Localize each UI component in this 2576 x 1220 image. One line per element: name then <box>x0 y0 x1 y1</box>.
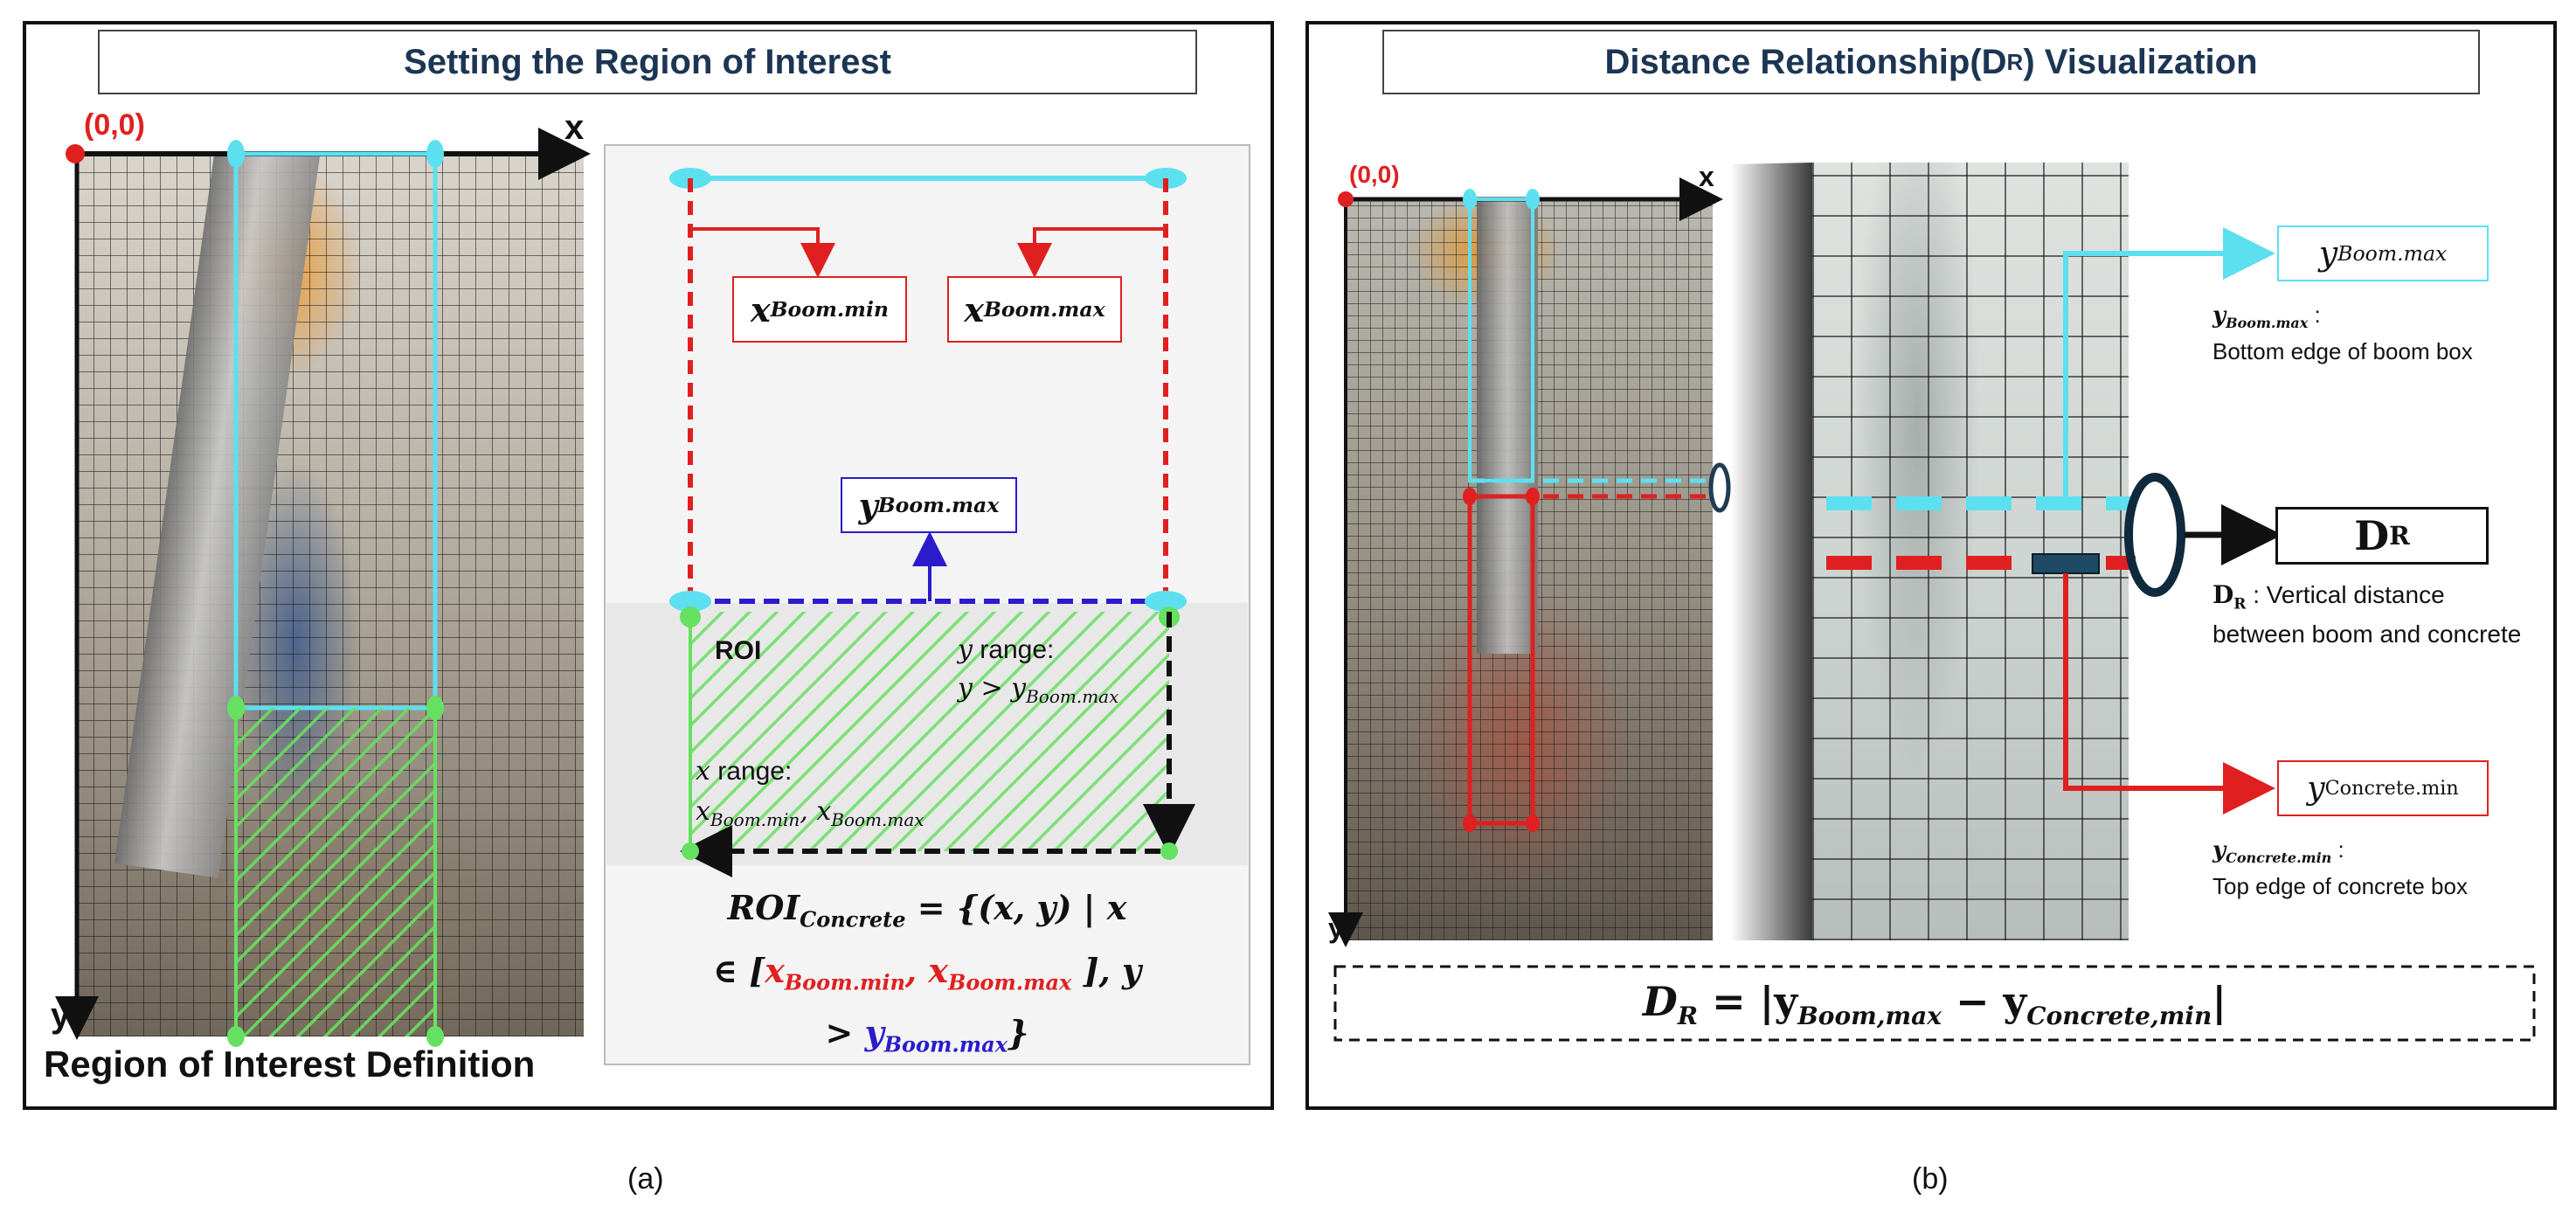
distance-oval <box>2124 473 2185 597</box>
x-axis-label: x <box>564 108 585 147</box>
y-boom-max-desc: yBoom.max : Bottom edge of boom box <box>2212 302 2473 365</box>
origin-point <box>66 144 85 163</box>
panel-a-title: Setting the Region of Interest <box>98 30 1197 94</box>
roi-hatch-photo <box>236 708 435 1036</box>
panel-a-footer: Region of Interest Definition <box>44 1043 536 1085</box>
origin-label: (0,0) <box>84 108 145 142</box>
concrete-box-b <box>1467 494 1535 826</box>
boom-box-b <box>1468 198 1534 482</box>
dr-desc: DR : Vertical distance between boom and … <box>2212 580 2522 648</box>
roi-formula: ROIConcrete = {(x, y) | x ∈ [xBoom.min, … <box>712 888 1142 1057</box>
boom-pipe-b <box>1477 199 1538 654</box>
caption-b: (b) <box>1912 1162 1949 1196</box>
y-range-text: y range: y > yBoom.max <box>958 634 1119 707</box>
y-concrete-min-connector <box>2063 573 2275 814</box>
caption-a: (a) <box>627 1162 664 1196</box>
dr-formula-box <box>1333 965 2536 1042</box>
grid-overlay-zoom <box>1812 163 2129 940</box>
y-boom-max-connector <box>2063 227 2275 503</box>
origin-label-b: (0,0) <box>1349 161 1400 188</box>
dr-formula: DR = |yBoom,max − yConcrete,min| <box>1642 978 2227 1031</box>
zoom-cone <box>1730 163 1812 940</box>
x-axis-label-b: x <box>1699 161 1714 192</box>
roi-region <box>690 612 1169 851</box>
y-axis-label-b: y <box>1328 912 1344 944</box>
y-concrete-min-desc: yConcrete.min : Top edge of concrete box <box>2212 836 2468 900</box>
zoom-detail-photo <box>1812 163 2129 940</box>
roi-label: ROI <box>715 636 762 665</box>
x-range-text: x range: xBoom.min, xBoom.max <box>696 756 924 830</box>
y-axis-label: y <box>51 996 71 1035</box>
